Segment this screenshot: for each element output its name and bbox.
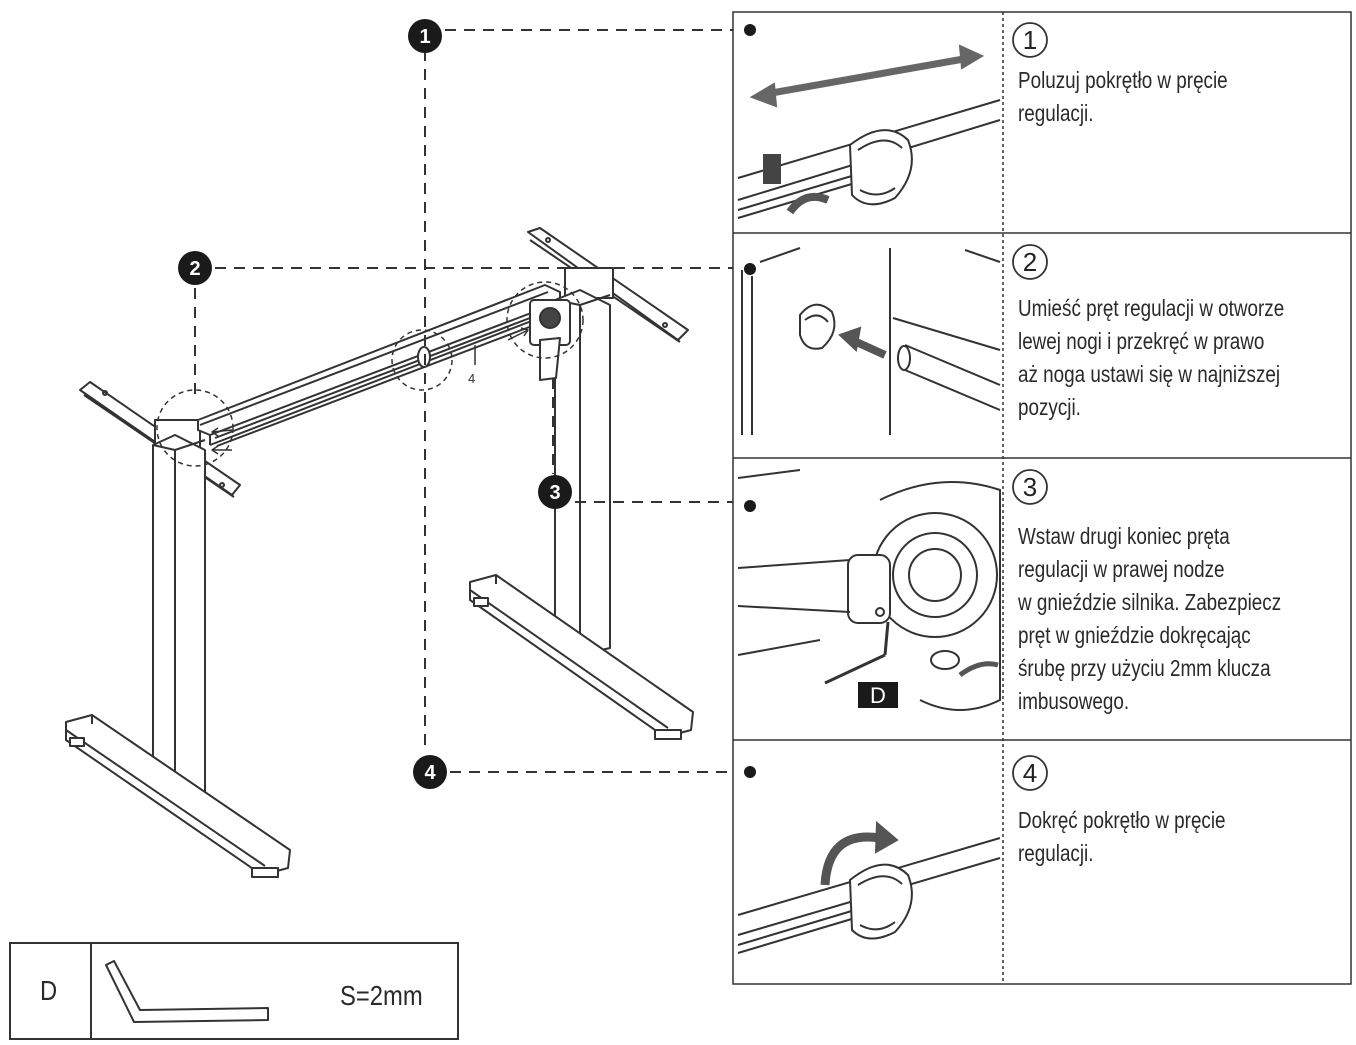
part-number-label: 4 <box>468 371 475 386</box>
tool-letter: D <box>40 975 58 1006</box>
svg-text:2: 2 <box>1023 247 1037 277</box>
adjustment-rod <box>214 317 533 447</box>
step-4-illustration <box>737 820 1001 954</box>
svg-text:3: 3 <box>549 482 560 504</box>
step-3-illustration <box>737 469 1001 711</box>
step-marker-dots <box>744 24 756 778</box>
tool-size: S=2mm <box>340 980 423 1011</box>
left-leg-column <box>152 434 206 801</box>
allen-key-icon <box>105 960 269 1023</box>
callout-badge-3: 3 <box>538 475 572 509</box>
callout-badge-4: 4 <box>413 755 447 789</box>
step-1-illustration <box>737 44 1001 219</box>
step-3-text: Wstaw drugi koniec pręta regulacji w pra… <box>1018 523 1282 714</box>
left-foot <box>65 714 291 878</box>
step-number-circle-3: 3 <box>1012 469 1048 505</box>
svg-text:4: 4 <box>424 762 436 784</box>
step-4-text: Dokręć pokrętło w pręcie regulacji. <box>1018 807 1226 866</box>
right-foot <box>469 574 694 740</box>
motor-unit <box>529 299 571 381</box>
svg-text:3: 3 <box>1023 472 1037 502</box>
svg-text:1: 1 <box>1023 25 1037 55</box>
crossbar <box>197 284 561 446</box>
step-number-circle-4: 4 <box>1012 755 1048 791</box>
desk-frame-drawing <box>65 227 694 878</box>
callout-badge-2: 2 <box>178 251 212 285</box>
step-number-circle-2: 2 <box>1012 244 1048 280</box>
svg-text:1: 1 <box>419 26 430 48</box>
step-1-text: Poluzuj pokrętło w pręcie regulacji. <box>1018 67 1228 126</box>
svg-text:D: D <box>870 683 886 708</box>
step-3-tag: D <box>858 682 898 708</box>
callout-leader-lines <box>194 29 733 773</box>
step-2-illustration <box>741 247 1001 435</box>
svg-text:4: 4 <box>1023 758 1037 788</box>
tool-legend-box <box>9 942 459 1040</box>
step-2-text: Umieść pręt regulacji w otworze lewej no… <box>1018 295 1285 420</box>
svg-text:2: 2 <box>189 258 200 280</box>
step-number-circle-1: 1 <box>1012 22 1048 58</box>
callout-badge-1: 1 <box>408 19 442 53</box>
detail-circles <box>156 281 584 467</box>
